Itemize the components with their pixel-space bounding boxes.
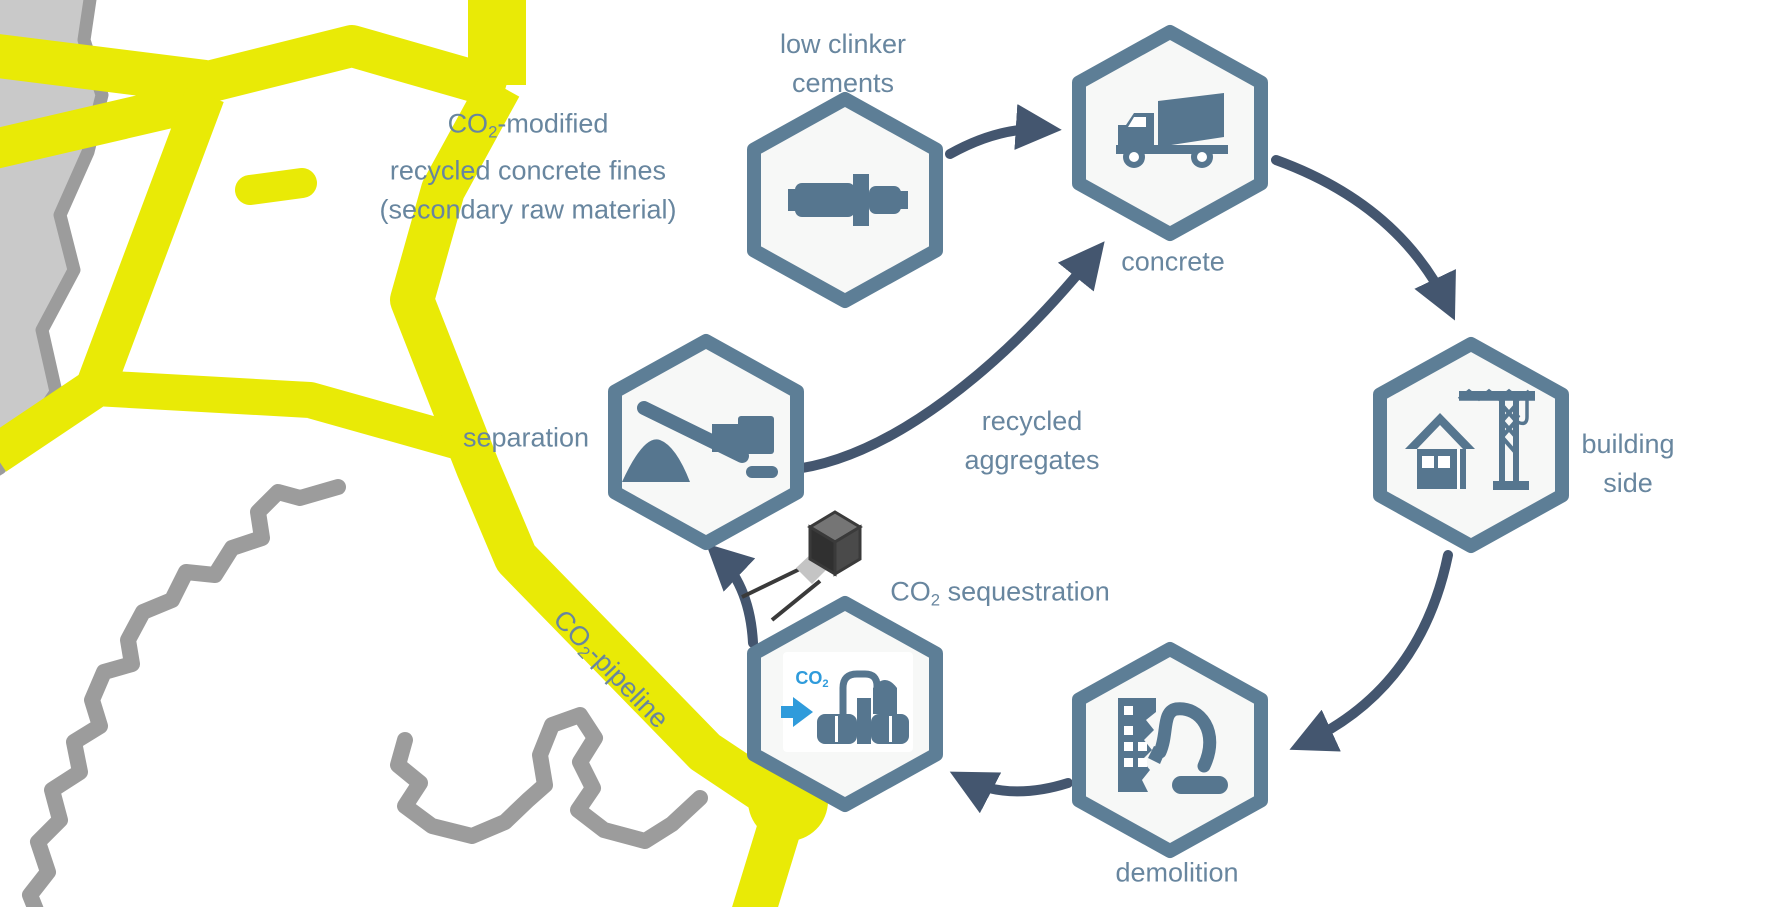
map-boundary-line [22,479,346,907]
label-line: cements [791,68,895,98]
label-line: low clinker [779,29,907,59]
label-co2-modified-fines: CO2-modified recycled concrete fines (se… [379,105,676,230]
co2-absorber-plant-icon [781,652,913,752]
co2-pipeline-map [0,0,828,907]
cement-mill-icon [788,174,908,226]
label-recycled-aggregates: recycled aggregates [964,402,1099,480]
concrete-truck-icon [1116,93,1228,168]
label-icon-co2: CO2 [795,667,829,691]
node-co2-sequestration [747,596,943,812]
conveyor-separation-icon [622,401,778,482]
map-boundary-loop [390,707,708,849]
label-concrete: concrete [1121,246,1225,277]
arrow-demolition-to-sequestration [949,771,1073,814]
label-line: recycled [981,406,1083,436]
node-demolition [1072,642,1268,858]
label-line: (secondary raw material) [379,194,677,225]
arrow-building-to-demolition [1289,550,1453,752]
construction-site-icon [1405,388,1535,490]
flow-arrows [705,104,1456,814]
label-low-clinker-cements: low clinker cements [780,25,906,103]
label-line: building [1581,429,1675,459]
label-line: side [1603,468,1653,498]
label-line: recycled concrete fines [389,155,667,186]
arrow-cements-to-concrete [945,104,1062,159]
label-building-side: building side [1581,425,1674,503]
label-line: aggregates [964,445,1100,475]
spray-cube-icon [741,510,863,622]
arrow-sequestration-to-separation [705,543,758,648]
node-concrete [1072,25,1268,241]
node-low-clinker-cements [747,92,943,308]
arrow-recycled-aggregates [783,241,1105,475]
label-co2-sequestration: CO2 sequestration [890,576,1110,610]
demolition-excavator-icon [1118,698,1228,794]
node-separation [608,334,804,550]
arrow-concrete-to-building [1271,155,1456,321]
label-separation: separation [462,422,590,453]
label-demolition: demolition [1115,857,1239,888]
label-line: CO2-modified [447,108,609,142]
node-building-side [1373,337,1569,553]
